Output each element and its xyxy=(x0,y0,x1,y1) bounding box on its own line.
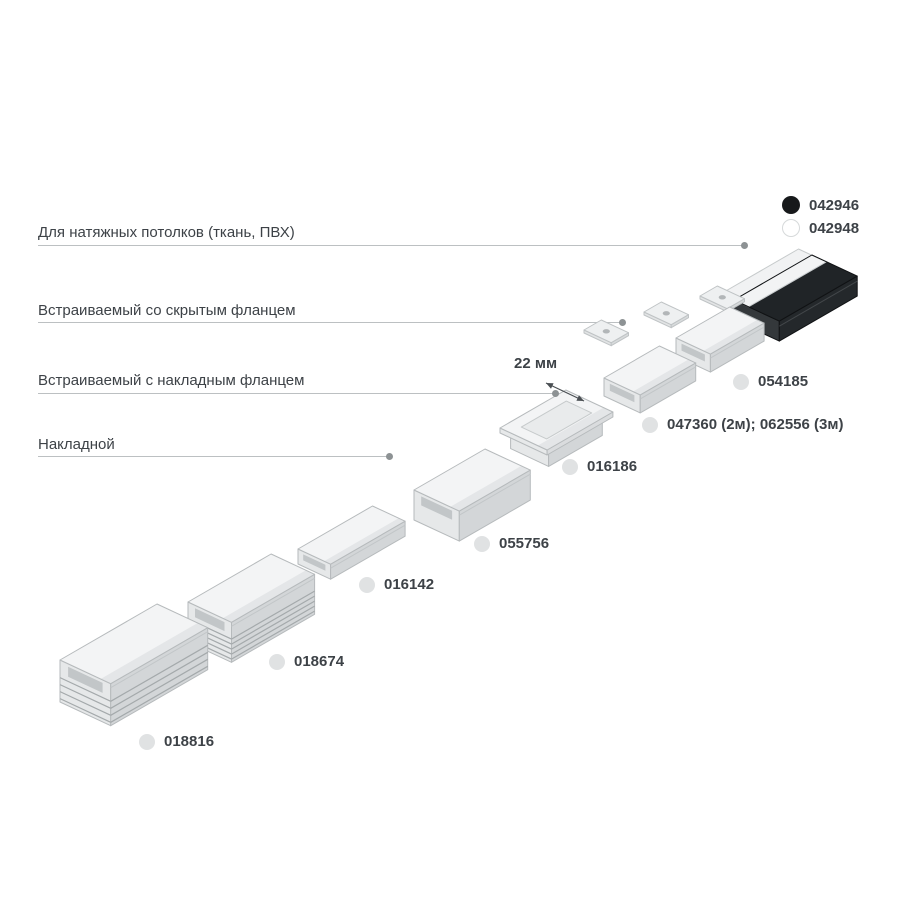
dimension-label-22mm: 22 мм xyxy=(514,355,558,372)
profile-illustration-054185 xyxy=(675,306,765,373)
product-code: 016186 xyxy=(587,458,638,475)
product-marker-icon xyxy=(642,416,658,433)
legend-item-white: 042948 xyxy=(782,219,859,237)
product-054185: 054185 xyxy=(733,373,808,390)
dimension-arrow-22mm xyxy=(545,382,585,402)
profile-illustration-016186 xyxy=(499,389,614,467)
legend-item-black: 042946 xyxy=(782,196,859,214)
product-018674: 018674 xyxy=(269,653,344,670)
category-label-recessed-surface-flange: Встраиваемый с накладным фланцем xyxy=(38,372,305,389)
product-marker-icon xyxy=(359,576,375,593)
color-swatch-black-icon xyxy=(782,196,800,214)
product-016142: 016142 xyxy=(359,576,434,593)
product-018816: 018816 xyxy=(139,733,214,750)
product-marker-icon xyxy=(562,458,578,475)
product-code: 047360 (2м); 062556 (3м) xyxy=(667,416,844,433)
legend-code-white: 042948 xyxy=(809,219,860,237)
leader-dot-surface-mounted xyxy=(386,453,393,460)
product-marker-icon xyxy=(139,733,155,750)
leader-dot-stretch-ceilings xyxy=(741,242,748,249)
product-016186: 016186 xyxy=(562,458,637,475)
profile-illustration-018816 xyxy=(59,603,209,727)
leader-line-stretch-ceilings xyxy=(38,245,745,246)
mounting-clip-1 xyxy=(583,319,629,347)
product-code: 054185 xyxy=(758,373,809,390)
product-code: 018816 xyxy=(164,733,215,750)
profile-illustration-047360-062556 xyxy=(603,345,697,414)
leader-line-recessed-surface-flange xyxy=(38,393,556,394)
product-marker-icon xyxy=(474,535,490,552)
product-047360-062556: 047360 (2м); 062556 (3м) xyxy=(642,416,843,433)
leader-dot-recessed-hidden-flange xyxy=(619,319,626,326)
category-label-stretch-ceilings: Для натяжных потолков (ткань, ПВХ) xyxy=(38,224,295,241)
product-055756: 055756 xyxy=(474,535,549,552)
profile-illustration-055756 xyxy=(413,448,531,542)
mounting-clip-2 xyxy=(643,301,689,329)
product-code: 055756 xyxy=(499,535,550,552)
profile-illustration-042946-042948 xyxy=(723,248,858,342)
color-swatch-white-icon xyxy=(782,219,800,237)
category-label-surface-mounted: Накладной xyxy=(38,436,115,453)
product-code: 016142 xyxy=(384,576,435,593)
legend-code-black: 042946 xyxy=(809,196,860,214)
product-code: 018674 xyxy=(294,653,345,670)
leader-line-recessed-hidden-flange xyxy=(38,322,623,323)
product-marker-icon xyxy=(269,653,285,670)
product-marker-icon xyxy=(733,373,749,390)
leader-line-surface-mounted xyxy=(38,456,390,457)
leader-dot-recessed-surface-flange xyxy=(552,390,559,397)
profile-illustration-018674 xyxy=(187,553,316,663)
category-label-recessed-hidden-flange: Встраиваемый со скрытым фланцем xyxy=(38,302,296,319)
profile-illustration-016142 xyxy=(297,505,406,580)
